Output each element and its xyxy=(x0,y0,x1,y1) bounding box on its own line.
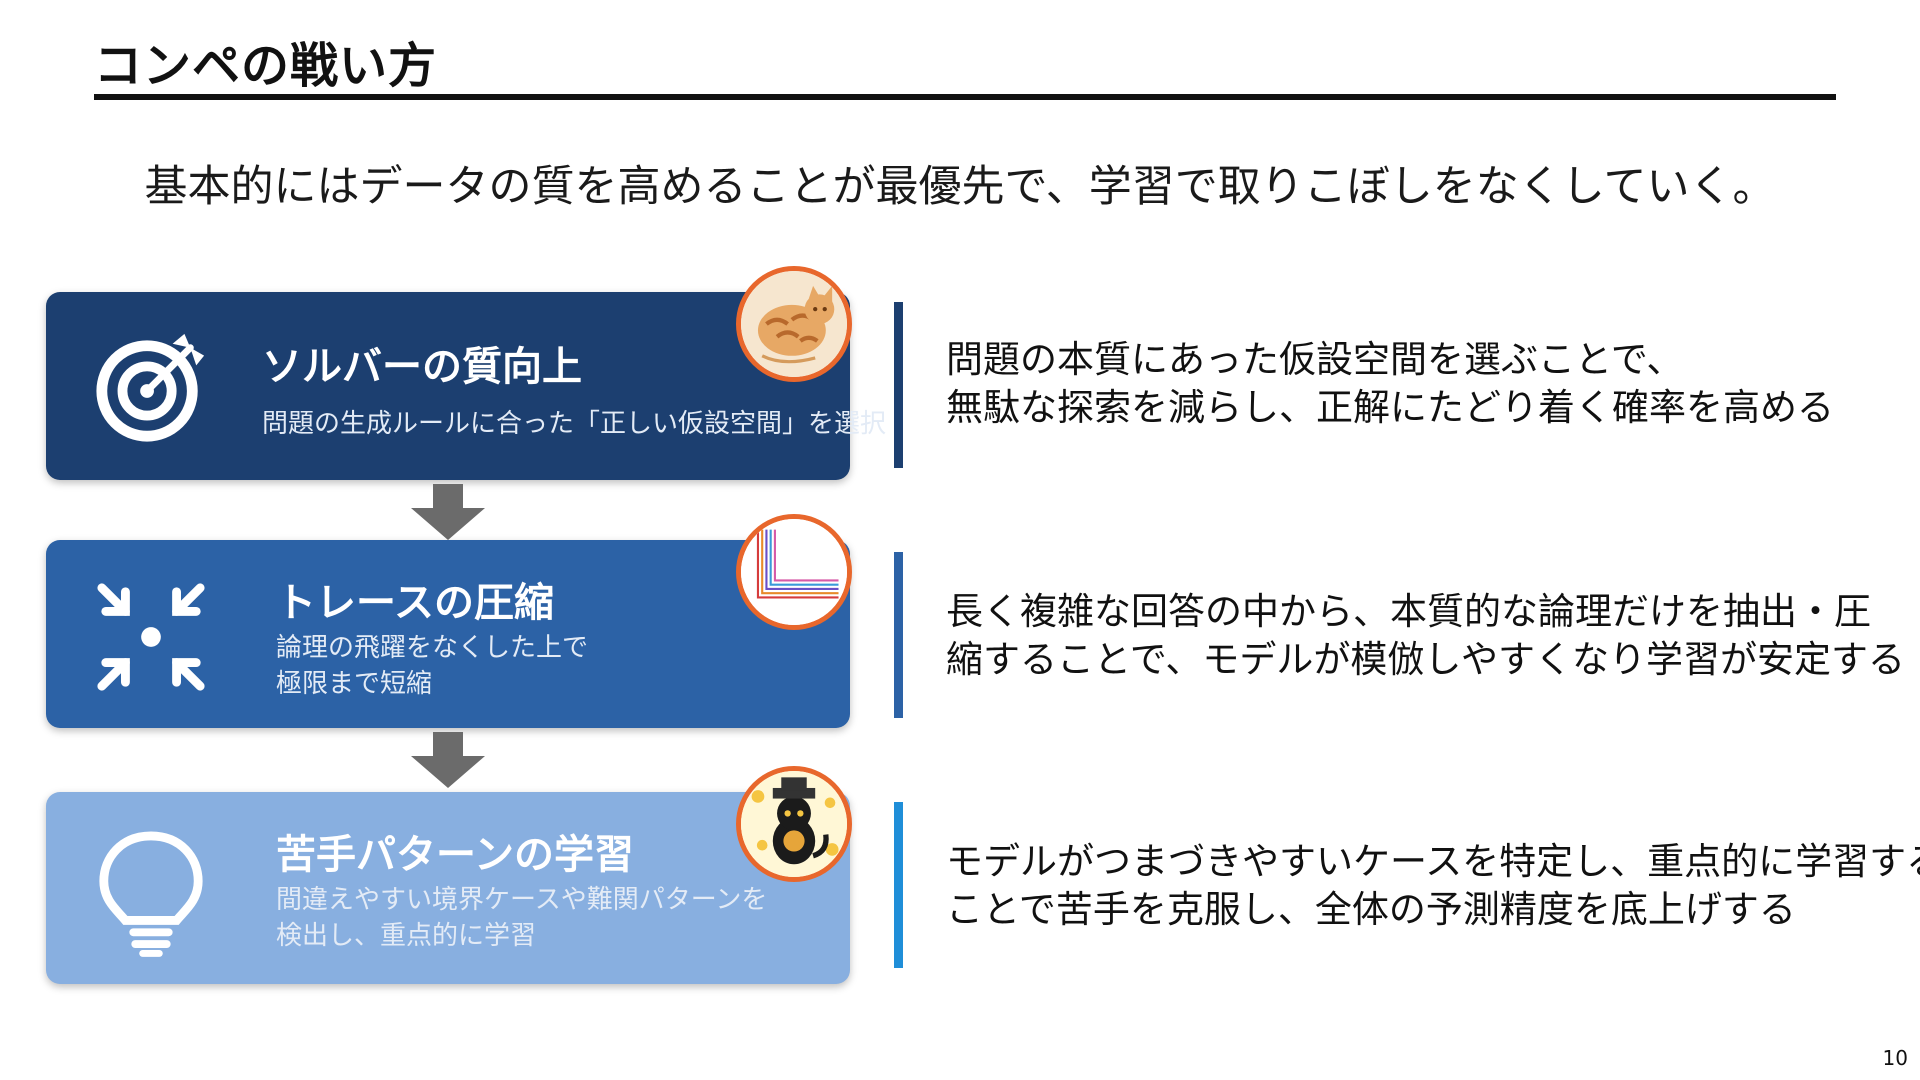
black-cat-avatar xyxy=(736,766,852,882)
target-icon xyxy=(92,330,210,448)
step-heading: ソルバーの質向上 xyxy=(262,344,582,390)
tabby-cat-avatar xyxy=(736,266,852,382)
arrow-down-icon xyxy=(411,732,485,788)
slide-subtitle: 基本的にはデータの質を高めることが最優先で、学習で取りこぼしをなくしていく。 xyxy=(144,162,1776,212)
step-card-trace-compression: トレースの圧縮 論理の飛躍をなくした上で 極限まで短縮 xyxy=(46,514,852,728)
step-card-solver: ソルバーの質向上 問題の生成ルールに合った「正しい仮設空間」を選択 xyxy=(46,266,886,480)
step-description: 問題の生成ルールに合った「正しい仮設空間」を選択 xyxy=(262,409,887,439)
step-detail-solver: 問題の本質にあった仮設空間を選ぶことで、 無駄な探索を減らし、正解にたどり着く確… xyxy=(946,338,1834,429)
step-detail-trace-compression: 長く複雑な回答の中から、本質的な論理だけを抽出・圧 縮することで、モデルが模倣し… xyxy=(946,590,1906,681)
step-detail-weak-pattern-learning: モデルがつまづきやすいケースを特定し、重点的に学習する ことで苦手を克服し、全体… xyxy=(946,840,1920,931)
page-number: 10 xyxy=(1882,1046,1908,1070)
accent-bar xyxy=(894,552,903,718)
step-heading: トレースの圧縮 xyxy=(276,580,554,626)
compress-arrows-icon xyxy=(92,578,210,696)
lightbulb-icon xyxy=(92,830,210,957)
step-description: 間違えやすい境界ケースや難関パターンを 検出し、重点的に学習 xyxy=(276,885,768,951)
title-underline xyxy=(94,94,1836,100)
step-card-weak-pattern-learning: 苦手パターンの学習 間違えやすい境界ケースや難関パターンを 検出し、重点的に学習 xyxy=(46,766,852,984)
arrow-down-icon xyxy=(411,484,485,540)
step-heading: 苦手パターンの学習 xyxy=(276,832,634,878)
step-description: 論理の飛躍をなくした上で 極限まで短縮 xyxy=(276,633,589,699)
accent-bar xyxy=(894,802,903,968)
slide-title: コンペの戦い方 xyxy=(94,38,438,94)
accent-bar xyxy=(894,302,903,468)
color-lines-avatar xyxy=(736,514,852,630)
